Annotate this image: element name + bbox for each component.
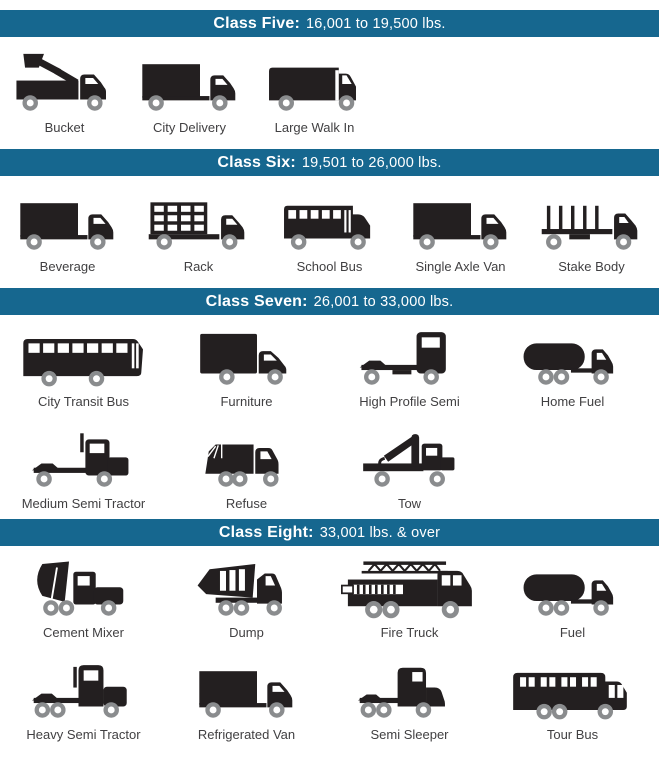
class-seven-row-1: City Transit Bus Furniture High Profile … (0, 315, 659, 417)
class-seven-row-2: Medium Semi Tractor Refuse Tow (0, 417, 659, 519)
dump-truck-icon (195, 558, 298, 620)
truck-item-tow: Tow (328, 429, 491, 511)
truck-label: Medium Semi Tractor (21, 496, 146, 511)
class-title: Class Eight: (218, 523, 314, 541)
home-fuel-truck-icon (521, 327, 624, 389)
tour-bus-icon (508, 660, 637, 722)
class-eight-row-1: Cement Mixer Dump Fire Truck Fuel (0, 546, 659, 648)
truck-label: High Profile Semi (359, 394, 460, 409)
truck-label: Cement Mixer (43, 625, 124, 640)
refrigerated-van-icon (195, 660, 298, 722)
truck-label: Refrigerated Van (197, 727, 296, 742)
large-walk-in-truck-icon (263, 53, 366, 115)
high-profile-semi-icon (358, 327, 461, 389)
class-weight-range: 26,001 to 33,000 lbs. (313, 293, 454, 310)
truck-item-refuse: Refuse (165, 429, 328, 511)
truck-label: Dump (229, 625, 264, 640)
truck-item-furniture: Furniture (165, 327, 328, 409)
fire-truck-icon (340, 558, 479, 620)
class-five-row: Bucket City Delivery Large Walk In (0, 37, 659, 149)
class-six-header: Class Six: 19,501 to 26,000 lbs. (0, 149, 659, 176)
truck-label: Tour Bus (546, 727, 599, 742)
stake-body-truck-icon (540, 192, 643, 254)
truck-label: City Transit Bus (37, 394, 130, 409)
truck-label: Single Axle Van (415, 259, 506, 274)
truck-label: City Delivery (153, 120, 226, 135)
heavy-semi-tractor-icon (31, 660, 135, 722)
truck-item-fire-truck: Fire Truck (328, 558, 491, 640)
class-title: Class Five: (213, 14, 301, 32)
truck-label: Large Walk In (274, 120, 355, 135)
beverage-truck-icon (16, 192, 119, 254)
truck-item-fuel: Fuel (491, 558, 654, 640)
truck-item-city-transit-bus: City Transit Bus (2, 327, 165, 409)
truck-item-large-walk-in: Large Walk In (252, 53, 377, 135)
truck-label: Bucket (44, 120, 85, 135)
rack-truck-icon (147, 192, 250, 254)
class-five-header: Class Five: 16,001 to 19,500 lbs. (0, 10, 659, 37)
truck-class-infographic: Class Five: 16,001 to 19,500 lbs. Bucket… (0, 10, 659, 750)
truck-item-medium-semi-tractor: Medium Semi Tractor (2, 429, 165, 511)
truck-item-bucket: Bucket (2, 53, 127, 135)
refuse-truck-icon (195, 429, 298, 491)
truck-item-city-delivery: City Delivery (127, 53, 252, 135)
cement-mixer-truck-icon (32, 558, 135, 620)
class-weight-range: 33,001 lbs. & over (319, 524, 441, 541)
truck-label: School Bus (296, 259, 363, 274)
class-seven-header: Class Seven: 26,001 to 33,000 lbs. (0, 288, 659, 315)
truck-item-heavy-semi-tractor: Heavy Semi Tractor (2, 660, 165, 742)
truck-label: Fire Truck (380, 625, 439, 640)
class-title: Class Six: (217, 153, 296, 171)
semi-sleeper-icon (357, 660, 461, 722)
truck-label: Beverage (39, 259, 96, 274)
truck-label: Heavy Semi Tractor (26, 727, 141, 742)
truck-item-beverage: Beverage (2, 192, 133, 274)
single-axle-van-icon (409, 192, 512, 254)
medium-semi-tractor-icon (31, 429, 135, 491)
truck-item-refrigerated-van: Refrigerated Van (165, 660, 328, 742)
truck-label: Furniture (220, 394, 273, 409)
city-delivery-truck-icon (138, 53, 241, 115)
truck-label: Home Fuel (540, 394, 605, 409)
truck-label: Semi Sleeper (370, 727, 449, 742)
truck-item-high-profile-semi: High Profile Semi (328, 327, 491, 409)
class-weight-range: 16,001 to 19,500 lbs. (306, 15, 446, 32)
class-eight-row-2: Heavy Semi Tractor Refrigerated Van Semi… (0, 648, 659, 750)
truck-item-home-fuel: Home Fuel (491, 327, 654, 409)
truck-label: Rack (183, 259, 214, 274)
class-eight-section: Class Eight: 33,001 lbs. & over Cement M… (0, 519, 659, 750)
tow-truck-icon (358, 429, 461, 491)
truck-item-dump: Dump (165, 558, 328, 640)
fuel-truck-icon (521, 558, 624, 620)
truck-label: Tow (397, 496, 422, 511)
class-seven-section: Class Seven: 26,001 to 33,000 lbs. City … (0, 288, 659, 519)
city-transit-bus-icon (19, 327, 148, 389)
truck-item-semi-sleeper: Semi Sleeper (328, 660, 491, 742)
class-eight-header: Class Eight: 33,001 lbs. & over (0, 519, 659, 546)
truck-label: Fuel (559, 625, 586, 640)
truck-item-rack: Rack (133, 192, 264, 274)
truck-label: Refuse (225, 496, 268, 511)
truck-item-cement-mixer: Cement Mixer (2, 558, 165, 640)
truck-item-school-bus: School Bus (264, 192, 395, 274)
class-weight-range: 19,501 to 26,000 lbs. (301, 154, 442, 171)
class-title: Class Seven: (205, 292, 308, 310)
truck-item-single-axle-van: Single Axle Van (395, 192, 526, 274)
bucket-truck-icon (13, 53, 116, 115)
class-six-row: Beverage Rack School Bus Single Axle Van… (0, 176, 659, 288)
truck-item-tour-bus: Tour Bus (491, 660, 654, 742)
furniture-truck-icon (195, 327, 298, 389)
truck-item-stake-body: Stake Body (526, 192, 657, 274)
class-six-section: Class Six: 19,501 to 26,000 lbs. Beverag… (0, 149, 659, 288)
school-bus-icon (278, 192, 381, 254)
truck-label: Stake Body (558, 259, 625, 274)
class-five-section: Class Five: 16,001 to 19,500 lbs. Bucket… (0, 10, 659, 149)
